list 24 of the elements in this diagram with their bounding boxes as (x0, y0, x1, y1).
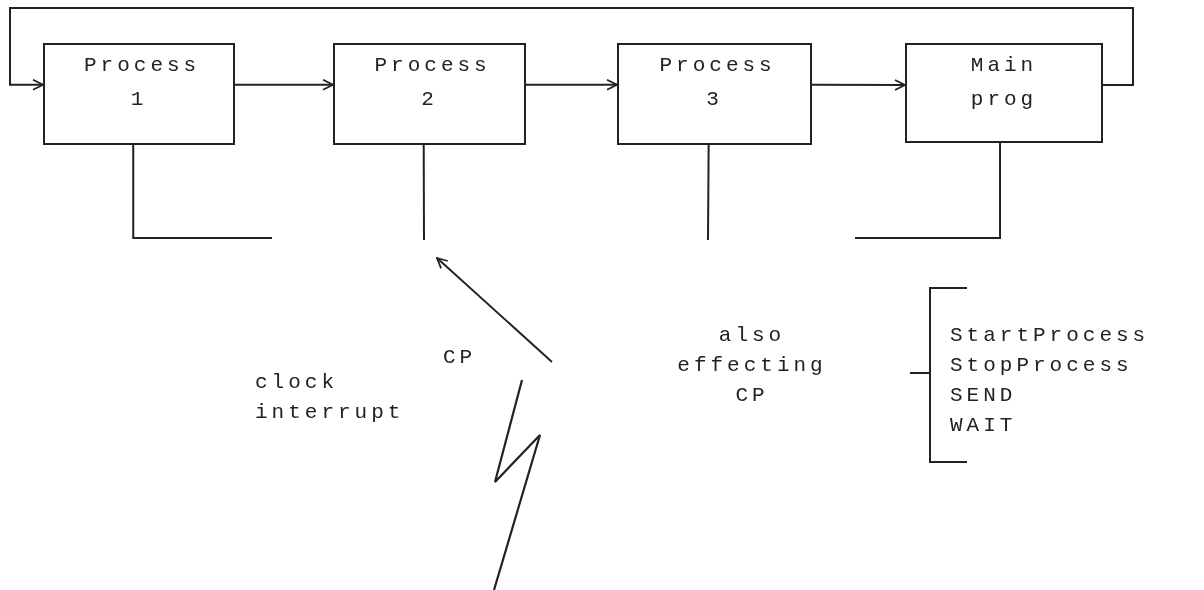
connector-line (707, 144, 710, 241)
function-name: WAIT (950, 413, 1017, 439)
process-box (617, 43, 812, 145)
function-name: StopProcess (950, 353, 1133, 379)
label: CP (443, 345, 477, 371)
note: clock interrupt (255, 370, 406, 426)
box-label: Process 3 (659, 53, 770, 113)
box-label: Process 2 (374, 53, 485, 113)
box-label: Process 1 (84, 53, 194, 113)
arrow (9, 7, 1134, 91)
function-name: SEND (950, 383, 1017, 409)
box-label: Main prog (969, 53, 1039, 113)
arrow (811, 79, 906, 91)
connector-line (422, 144, 425, 241)
function-name: StartProcess (950, 323, 1150, 349)
process-box (43, 43, 235, 145)
process-box (333, 43, 526, 145)
arrow (525, 78, 618, 91)
process-box (905, 43, 1103, 143)
connector-line (854, 142, 1002, 239)
arrow (234, 78, 334, 91)
note: also effecting CP (676, 323, 828, 409)
arrow (436, 257, 553, 363)
connector-line (132, 144, 273, 239)
